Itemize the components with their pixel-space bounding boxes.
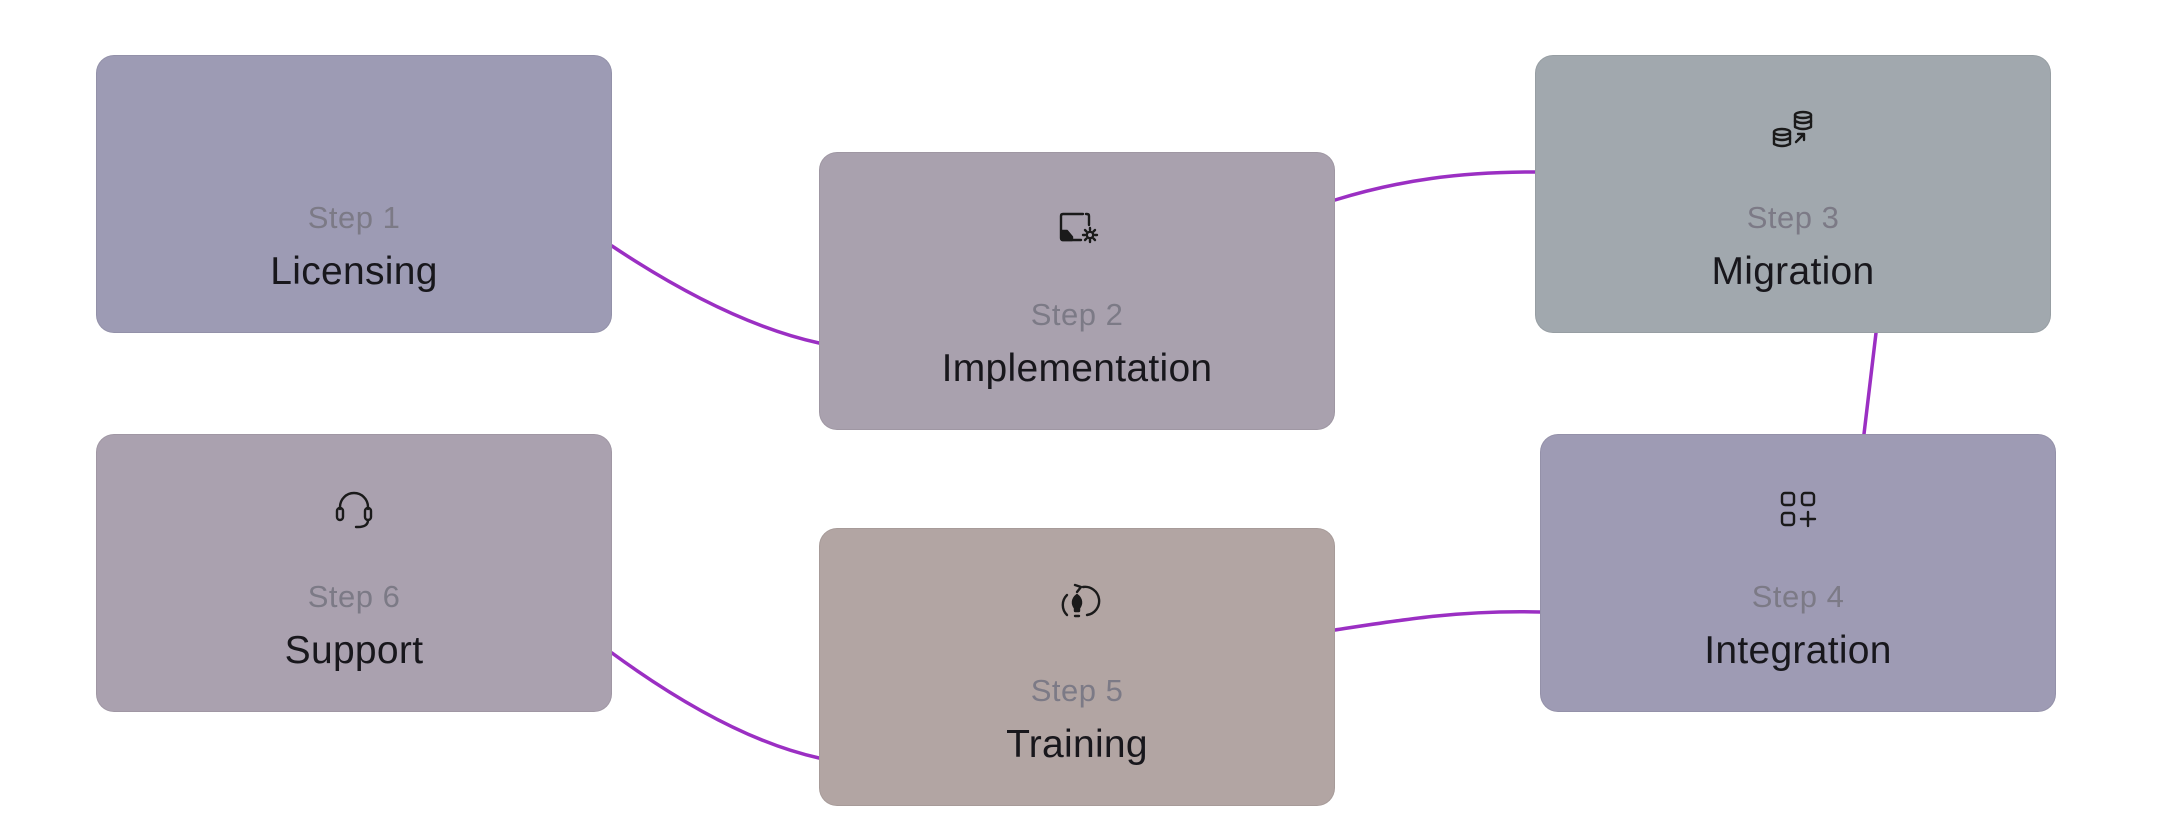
step-number: Step 6 — [307, 579, 401, 614]
connector-step4-step5 — [1333, 610, 1542, 632]
step-card-support[interactable]: Step 6 Support — [96, 434, 612, 712]
step-title: Integration — [1704, 629, 1892, 672]
step-card-training[interactable]: Step 5 Training — [819, 528, 1335, 806]
headset-icon — [97, 483, 611, 535]
connector-step1-step2 — [610, 244, 821, 345]
connector-step3-step4 — [1862, 331, 1878, 436]
step-title: Licensing — [270, 250, 438, 293]
step-number: Step 2 — [1030, 297, 1124, 332]
apps-add-icon — [1541, 483, 2055, 535]
bulb-refresh-icon — [820, 577, 1334, 629]
connector-step2-step3 — [1333, 170, 1537, 202]
step-card-licensing[interactable]: Step 1 Licensing — [96, 55, 612, 333]
step-title: Support — [284, 629, 424, 672]
step-title: Migration — [1711, 250, 1875, 293]
step-title: Training — [1006, 723, 1148, 766]
step-number: Step 4 — [1751, 579, 1845, 614]
window-gear-icon — [820, 201, 1334, 253]
step-number: Step 5 — [1030, 673, 1124, 708]
step-card-migration[interactable]: Step 3 Migration — [1535, 55, 2051, 333]
step-card-integration[interactable]: Step 4 Integration — [1540, 434, 2056, 712]
step-number: Step 3 — [1746, 200, 1840, 235]
step-number: Step 1 — [307, 200, 401, 235]
step-title: Implementation — [941, 347, 1213, 390]
database-migrate-icon — [1536, 104, 2050, 156]
step-card-implementation[interactable]: Step 2 Implementation — [819, 152, 1335, 430]
connector-step5-step6 — [610, 651, 821, 760]
